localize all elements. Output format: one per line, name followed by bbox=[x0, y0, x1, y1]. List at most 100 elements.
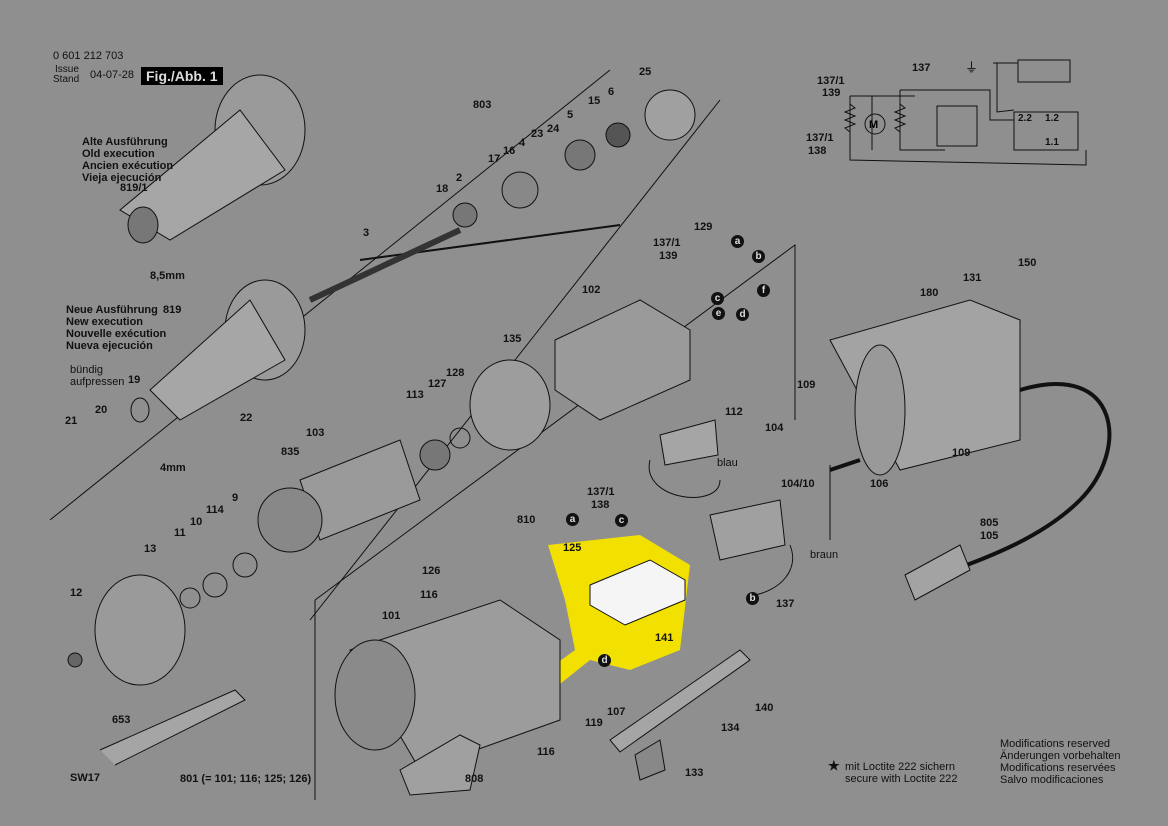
callout-label: 21 bbox=[65, 415, 78, 427]
modifications-en: Modifications reserved bbox=[1000, 738, 1111, 750]
callout-label: 103 bbox=[306, 427, 325, 439]
modifications-fr: Modifications reservées bbox=[1000, 762, 1116, 774]
callout-label: 25 bbox=[639, 66, 652, 78]
callout-label: 20 bbox=[95, 404, 108, 416]
callout-label: 6 bbox=[608, 86, 615, 98]
loctite-note-de: mit Loctite 222 sichern bbox=[845, 761, 956, 773]
terminal-1-1: 1.1 bbox=[1045, 137, 1059, 148]
terminal-1-2: 1.2 bbox=[1045, 113, 1059, 124]
callout-label: 137 bbox=[912, 62, 931, 74]
modifications-es: Salvo modificaciones bbox=[1000, 774, 1104, 786]
old-execution-de: Alte Ausführung bbox=[82, 136, 168, 148]
callout-label: 13 bbox=[144, 543, 157, 555]
issue-date: 04-07-28 bbox=[90, 69, 135, 81]
new-execution-de: Neue Ausführung bbox=[66, 304, 158, 316]
callout-label: 819/1 bbox=[120, 182, 148, 194]
connector-marker: b bbox=[746, 592, 759, 605]
terminal-2-2: 2.2 bbox=[1018, 113, 1032, 124]
callout-label: 139 bbox=[659, 250, 678, 262]
callout-label: 4 bbox=[519, 137, 526, 149]
callout-label: blau bbox=[717, 457, 738, 469]
connector-marker: b bbox=[752, 250, 765, 263]
old-execution-fr: Ancien exécution bbox=[82, 160, 174, 172]
part-number: 0 601 212 703 bbox=[53, 50, 124, 62]
motor-symbol: M bbox=[869, 119, 878, 131]
callout-label: 137/1 bbox=[817, 75, 845, 87]
callout-label: 140 bbox=[755, 702, 774, 714]
modifications-de: Änderungen vorbehalten bbox=[1000, 750, 1121, 762]
callout-label: 119 bbox=[585, 717, 603, 729]
callout-label: 137 bbox=[776, 598, 795, 610]
callout-label: 138 bbox=[591, 499, 610, 511]
loctite-star-icon: ★ bbox=[828, 758, 840, 773]
callout-label: 112 bbox=[725, 406, 743, 418]
callout-label: 2 bbox=[456, 172, 463, 184]
callout-label: 105 bbox=[980, 530, 999, 542]
callout-label: 128 bbox=[446, 367, 465, 379]
callout-label: 10 bbox=[190, 516, 203, 528]
callout-label: 16 bbox=[503, 145, 516, 157]
callout-label: 138 bbox=[808, 145, 827, 157]
callout-label: 22 bbox=[240, 412, 253, 424]
press-note-2: aufpressen bbox=[70, 376, 125, 388]
callout-label: 134 bbox=[721, 722, 740, 734]
callout-label: 139 bbox=[822, 87, 841, 99]
issue-label: Issue bbox=[55, 64, 79, 75]
callout-label: braun bbox=[810, 549, 839, 561]
callout-label: 104 bbox=[765, 422, 784, 434]
callout-label: 15 bbox=[588, 95, 601, 107]
callout-label: 114 bbox=[206, 504, 224, 516]
assembly-note: 801 (= 101; 116; 125; 126) bbox=[180, 773, 312, 785]
callout-label: 116 bbox=[420, 589, 438, 601]
callout-label: 109 bbox=[952, 447, 971, 459]
stand-label: Stand bbox=[53, 74, 80, 85]
callout-label: 3 bbox=[363, 227, 370, 239]
wiring-schematic bbox=[843, 59, 1087, 166]
callout-label: 104/10 bbox=[781, 478, 815, 490]
callout-label: 810 bbox=[517, 514, 536, 526]
callout-label: SW17 bbox=[70, 772, 100, 784]
callout-label: 5 bbox=[567, 109, 574, 121]
callout-label: 135 bbox=[503, 333, 522, 345]
callout-label: 24 bbox=[547, 123, 560, 135]
callout-label: 835 bbox=[281, 446, 300, 458]
callout-label: 23 bbox=[531, 128, 544, 140]
callout-label: 116 bbox=[537, 746, 555, 758]
callout-label: 125 bbox=[563, 542, 582, 554]
connector-marker: c bbox=[615, 514, 628, 527]
callout-label: 819 bbox=[163, 304, 182, 316]
callout-label: 137/1 bbox=[653, 237, 681, 249]
svg-text:⏚: ⏚ bbox=[965, 61, 978, 76]
new-execution-en: New execution bbox=[66, 316, 144, 328]
callout-label: 150 bbox=[1018, 257, 1037, 269]
callout-label: 101 bbox=[382, 610, 401, 622]
callout-label: 17 bbox=[488, 153, 501, 165]
callout-label: 803 bbox=[473, 99, 492, 111]
callout-label: 126 bbox=[422, 565, 441, 577]
callout-label: 19 bbox=[128, 374, 141, 386]
press-note-1: bündig bbox=[70, 364, 104, 376]
callout-label: 137/1 bbox=[587, 486, 615, 498]
callout-label: 102 bbox=[582, 284, 601, 296]
callout-label: 106 bbox=[870, 478, 889, 490]
connector-marker: f bbox=[757, 284, 770, 297]
callout-label: 137/1 bbox=[806, 132, 834, 144]
loctite-note-en: secure with Loctite 222 bbox=[845, 773, 958, 785]
callout-label: 805 bbox=[980, 517, 999, 529]
connector-marker: a bbox=[731, 235, 744, 248]
callout-label: 133 bbox=[685, 767, 704, 779]
callout-label: 808 bbox=[465, 773, 484, 785]
callout-label: 18 bbox=[436, 183, 449, 195]
callout-label: 180 bbox=[920, 287, 939, 299]
callout-label: 12 bbox=[70, 587, 83, 599]
figure-label: Fig./Abb. 1 bbox=[141, 67, 223, 85]
callout-label: 127 bbox=[428, 378, 447, 390]
callout-label: 8,5mm bbox=[150, 270, 185, 282]
connector-marker: a bbox=[566, 513, 579, 526]
callout-label: 131 bbox=[963, 272, 982, 284]
callout-label: 4mm bbox=[160, 462, 186, 474]
callout-label: 653 bbox=[112, 714, 131, 726]
callout-label: 109 bbox=[797, 379, 816, 391]
callout-label: 9 bbox=[232, 492, 239, 504]
